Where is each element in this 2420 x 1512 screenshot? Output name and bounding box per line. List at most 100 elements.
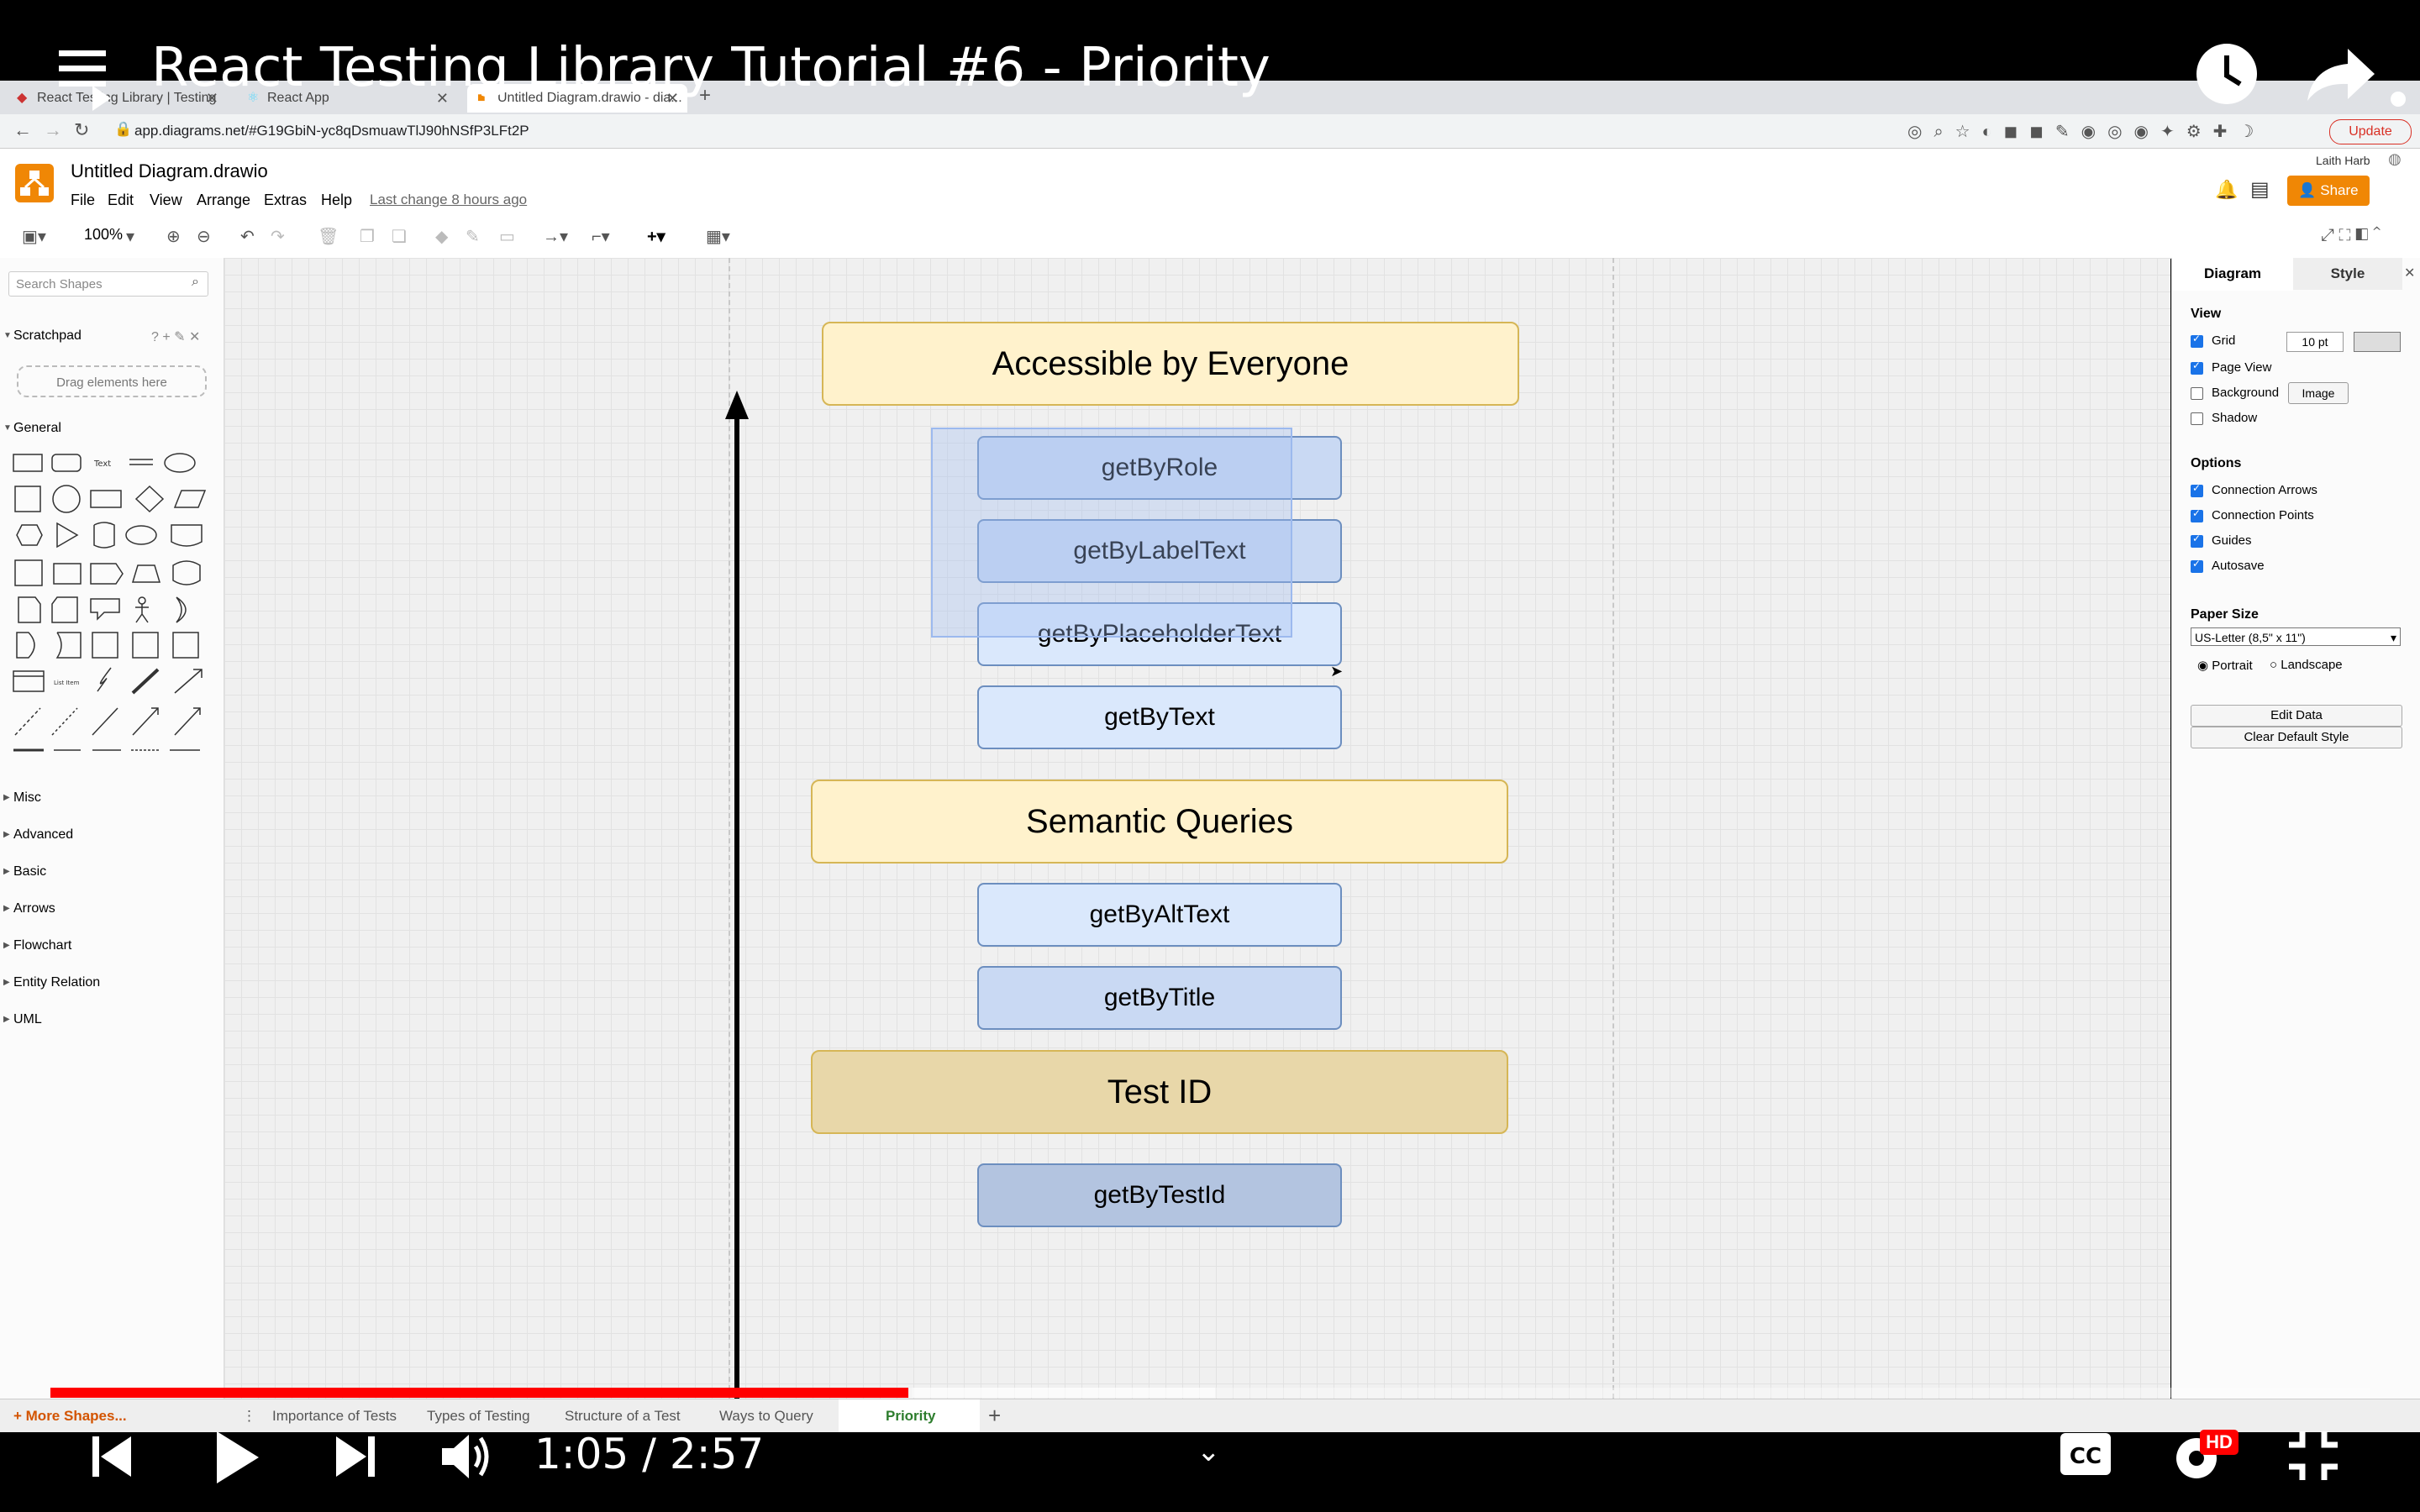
connection-arrows-checkbox[interactable]: Connection Arrows: [2191, 482, 2317, 497]
url-text[interactable]: app.diagrams.net/#G19GbiN-yc8qDsmuawTlJ9…: [134, 123, 529, 139]
grid-color-swatch[interactable]: [2354, 332, 2401, 352]
waypoints-icon[interactable]: ⌐▾: [592, 228, 610, 246]
chevron-down-icon[interactable]: ⌄: [1197, 1436, 1221, 1467]
shadow-icon[interactable]: ▭: [499, 228, 515, 246]
add-page-icon[interactable]: +: [988, 1403, 1002, 1428]
background-checkbox[interactable]: Background: [2191, 386, 2279, 400]
header-test-id[interactable]: Test ID: [811, 1050, 1508, 1134]
paper-size-select[interactable]: US-Letter (8,5" x 11") ▾: [2191, 627, 2401, 646]
image-button[interactable]: Image: [2288, 382, 2349, 404]
page-menu-icon[interactable]: ⋮: [242, 1408, 256, 1424]
query-get-by-alt-text[interactable]: getByAltText: [977, 883, 1342, 947]
close-icon[interactable]: ✕: [435, 90, 449, 107]
priority-arrow[interactable]: [720, 384, 754, 1434]
sidebar-section-advanced[interactable]: ▶Advanced: [0, 827, 224, 843]
delete-icon[interactable]: 🗑: [318, 228, 339, 246]
page-tab-active[interactable]: Priority: [839, 1399, 980, 1433]
close-icon[interactable]: ✕: [2404, 266, 2416, 281]
sidebar-section-arrows[interactable]: ▶Arrows: [0, 901, 224, 916]
connection-icon[interactable]: →▾: [543, 228, 569, 246]
tab-diagram[interactable]: Diagram: [2172, 258, 2293, 291]
menu-file[interactable]: File: [71, 192, 96, 208]
watch-later-icon[interactable]: [2195, 42, 2259, 110]
document-title[interactable]: Untitled Diagram.drawio: [71, 160, 268, 181]
page-view-checkbox[interactable]: Page View: [2191, 360, 2271, 375]
zoom-select[interactable]: 100%: [84, 226, 124, 243]
menu-edit[interactable]: Edit: [108, 192, 134, 208]
browser-tab-active[interactable]: ■ Untitled Diagram.drawio - dia... ✕: [467, 84, 687, 113]
previous-icon[interactable]: [91, 1435, 133, 1483]
menu-help[interactable]: Help: [321, 192, 353, 208]
page-tab[interactable]: Ways to Query: [719, 1408, 813, 1424]
line-color-icon[interactable]: ✎: [466, 228, 480, 246]
grid-checkbox[interactable]: Grid: [2191, 333, 2235, 348]
reload-icon[interactable]: ↻: [74, 119, 90, 140]
landscape-radio[interactable]: ○ Landscape: [2270, 658, 2343, 672]
menu-extras[interactable]: Extras: [264, 192, 308, 208]
video-title[interactable]: React Testing Library Tutorial #6 - Prio…: [151, 37, 1270, 99]
sidebar-section-uml[interactable]: ▶UML: [0, 1012, 224, 1027]
more-icon[interactable]: [2390, 91, 2407, 112]
globe-icon[interactable]: ◍: [2388, 150, 2402, 167]
scratchpad-actions-icon[interactable]: ? + ✎ ✕: [151, 330, 201, 344]
table-icon[interactable]: ▦▾: [706, 228, 730, 246]
user-name[interactable]: Laith Harb: [2316, 154, 2370, 167]
fill-color-icon[interactable]: ◆: [435, 228, 449, 246]
bell-icon[interactable]: 🔔: [2215, 179, 2238, 200]
new-tab-icon[interactable]: +: [699, 84, 712, 107]
chevron-down-icon[interactable]: ▾: [126, 228, 135, 246]
comment-icon[interactable]: ▤: [2250, 178, 2270, 201]
diagram-canvas[interactable]: Accessible by Everyone getByRole getByLa…: [224, 258, 2372, 1431]
clear-default-style-button[interactable]: Clear Default Style: [2191, 727, 2402, 748]
page-tab[interactable]: Types of Testing: [427, 1408, 530, 1424]
query-get-by-label-text[interactable]: getByLabelText: [977, 519, 1342, 583]
scratchpad-drop-zone[interactable]: Drag elements here: [17, 365, 207, 397]
tab-style[interactable]: Style: [2293, 258, 2402, 290]
sidebar-section-misc[interactable]: ▶Misc: [0, 790, 224, 806]
last-change-link[interactable]: Last change 8 hours ago: [370, 192, 528, 207]
guides-checkbox[interactable]: Guides: [2191, 533, 2252, 548]
fullscreen-icons[interactable]: ⤢ ⛶ ◧ ⌃: [2321, 226, 2381, 244]
page-tab[interactable]: Structure of a Test: [565, 1408, 681, 1424]
forward-icon[interactable]: →: [44, 119, 62, 140]
sidebar-section-basic[interactable]: ▶Basic: [0, 864, 224, 879]
share-button[interactable]: 👤 Share: [2287, 176, 2370, 206]
header-semantic-queries[interactable]: Semantic Queries: [811, 780, 1508, 864]
share-arrow-icon[interactable]: [2306, 45, 2376, 108]
menu-view[interactable]: View: [150, 192, 182, 208]
general-header[interactable]: ▼ General: [0, 421, 224, 436]
extension-icons[interactable]: ◎⌕☆◐◼◼✎◉◎◉✦⚙✚☽: [1907, 123, 2266, 141]
play-icon[interactable]: [213, 1430, 260, 1489]
header-accessible-by-everyone[interactable]: Accessible by Everyone: [822, 322, 1519, 406]
edit-data-button[interactable]: Edit Data: [2191, 705, 2402, 727]
search-icon[interactable]: ⌕: [192, 275, 199, 289]
browser-tab[interactable]: ⚛ React App ✕: [237, 84, 457, 113]
menu-arrange[interactable]: Arrange: [197, 192, 251, 208]
redo-icon[interactable]: ↷: [271, 228, 285, 246]
grid-size-input[interactable]: 10 pt: [2286, 332, 2344, 352]
browser-tab[interactable]: ◆ React Testing Library | Testing ✕: [7, 84, 227, 113]
page-tab[interactable]: Importance of Tests: [272, 1408, 397, 1424]
volume-icon[interactable]: [440, 1431, 494, 1486]
query-get-by-placeholder-text[interactable]: getByPlaceholderText: [977, 602, 1342, 666]
sidebar-section-entity-relation[interactable]: ▶Entity Relation: [0, 975, 224, 990]
zoom-in-icon[interactable]: ⊕: [166, 228, 181, 246]
autosave-checkbox[interactable]: Autosave: [2191, 558, 2265, 573]
back-icon[interactable]: ←: [13, 119, 32, 140]
query-get-by-title[interactable]: getByTitle: [977, 966, 1342, 1030]
general-shapes-palette[interactable]: Text List Item: [10, 446, 212, 757]
to-back-icon[interactable]: ❏: [392, 228, 407, 246]
to-front-icon[interactable]: ❐: [360, 228, 375, 246]
close-icon[interactable]: ✕: [666, 90, 679, 107]
query-get-by-role[interactable]: getByRole: [977, 436, 1342, 500]
insert-icon[interactable]: +▾: [647, 228, 666, 246]
captions-icon[interactable]: CC: [2059, 1431, 2112, 1483]
portrait-radio[interactable]: ◉ Portrait: [2197, 658, 2253, 673]
next-icon[interactable]: [334, 1435, 376, 1483]
connection-points-checkbox[interactable]: Connection Points: [2191, 507, 2314, 522]
close-icon[interactable]: ✕: [205, 90, 218, 107]
format-panel-icon[interactable]: ▣▾: [22, 228, 46, 246]
query-get-by-text[interactable]: getByText: [977, 685, 1342, 749]
more-shapes-button[interactable]: + More Shapes...: [13, 1408, 127, 1424]
zoom-out-icon[interactable]: ⊖: [197, 228, 211, 246]
